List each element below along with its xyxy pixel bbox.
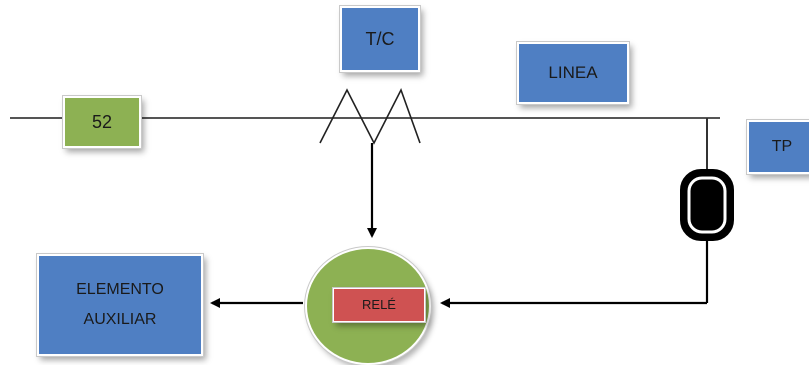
breaker-52-box: 52 — [62, 95, 142, 149]
ct-box: T/C — [339, 5, 421, 73]
breaker-label: 52 — [91, 111, 113, 132]
pt-label: TP — [771, 138, 793, 155]
ct-label: T/C — [365, 28, 395, 49]
aux-label-line2: AUXILIAR — [83, 311, 157, 328]
pt-symbol-inner — [687, 176, 727, 234]
auxiliary-element-box: ELEMENTO AUXILIAR — [36, 253, 204, 357]
line-label: LINEA — [548, 63, 598, 83]
pt-box: TP — [746, 119, 809, 175]
aux-label-line1: ELEMENTO — [76, 281, 164, 298]
ct-symbol — [319, 87, 421, 145]
relay-label: RELÉ — [362, 296, 396, 312]
line-box: LINEA — [516, 41, 630, 105]
relay-box: RELÉ — [332, 287, 426, 323]
